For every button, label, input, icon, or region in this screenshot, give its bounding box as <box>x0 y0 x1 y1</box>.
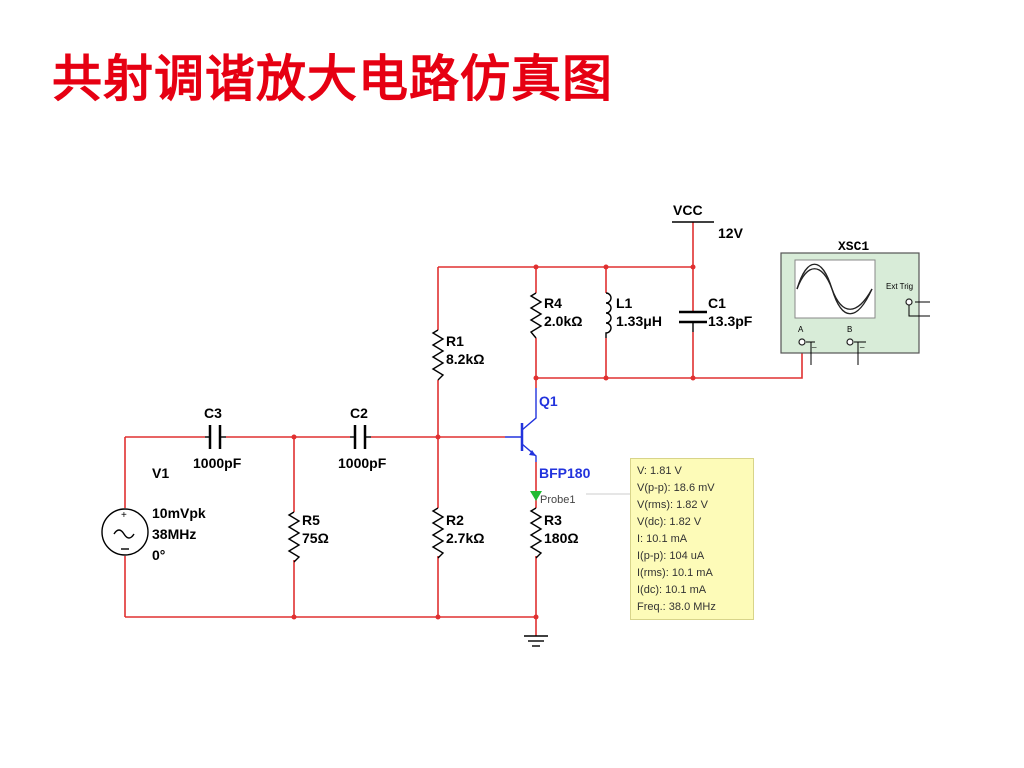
c2-value: 1000pF <box>338 455 387 471</box>
r5-label: R5 <box>302 512 320 528</box>
junction-dots <box>291 264 696 620</box>
transistor-q1[interactable]: Q1 BFP180 <box>505 388 591 481</box>
ground-symbol <box>524 635 548 647</box>
probe-readout-line: V(rms): 1.82 V <box>637 499 708 511</box>
c1-label: C1 <box>708 295 726 311</box>
resistor-r1[interactable]: R1 8.2kΩ <box>431 329 484 381</box>
r2-value: 2.7kΩ <box>446 530 484 546</box>
probe-readout-panel: V: 1.81 V V(p-p): 18.6 mV V(rms): 1.82 V V(… <box>630 458 754 620</box>
probe-readout-line: V(dc): 1.82 V <box>637 516 702 528</box>
r3-label: R3 <box>544 512 562 528</box>
r1-value: 8.2kΩ <box>446 351 484 367</box>
ext-trig-label: Ext Trig <box>886 282 913 291</box>
channel-a-label: A <box>798 325 804 334</box>
capacitor-c3[interactable]: C3 1000pF <box>193 405 242 471</box>
svg-text:_: _ <box>859 339 865 348</box>
vcc-symbol[interactable]: VCC 12V <box>672 202 744 241</box>
vcc-label: VCC <box>673 202 703 218</box>
c3-value: 1000pF <box>193 455 242 471</box>
q1-model: BFP180 <box>539 465 591 481</box>
probe-readout-line: Freq.: 38.0 MHz <box>637 601 716 613</box>
r3-value: 180Ω <box>544 530 579 546</box>
probe-label: Probe1 <box>540 494 575 506</box>
l1-value: 1.33μH <box>616 313 662 329</box>
vcc-value: 12V <box>718 225 744 241</box>
probe-readout-line: I(rms): 10.1 mA <box>637 567 713 579</box>
c2-label: C2 <box>350 405 368 421</box>
probe-readout-line: I: 10.1 mA <box>637 533 688 545</box>
r4-label: R4 <box>544 295 562 311</box>
resistor-r4[interactable]: R4 2.0kΩ <box>529 292 582 339</box>
r5-value: 75Ω <box>302 530 329 546</box>
probe-readout-line: V: 1.81 V <box>637 465 682 477</box>
v1-frequency: 38MHz <box>152 526 196 542</box>
wires <box>124 222 803 636</box>
svg-text:+: + <box>121 510 127 521</box>
c3-label: C3 <box>204 405 222 421</box>
page-title: 共射调谐放大电路仿真图 <box>52 49 613 108</box>
probe-readout-line: I(dc): 10.1 mA <box>637 584 707 596</box>
probe-marker[interactable]: Probe1 <box>530 491 630 506</box>
v1-phase: 0° <box>152 547 165 563</box>
c1-value: 13.3pF <box>708 313 753 329</box>
xsc1-label: XSC1 <box>838 239 869 254</box>
l1-label: L1 <box>616 295 633 311</box>
v1-amplitude: 10mVpk <box>152 505 206 521</box>
svg-text:_: _ <box>811 339 817 348</box>
resistor-r5[interactable]: R5 75Ω <box>287 511 329 563</box>
channel-b-label: B <box>847 325 852 334</box>
resistor-r2[interactable]: R2 2.7kΩ <box>431 507 484 559</box>
r2-label: R2 <box>446 512 464 528</box>
voltage-source-v1[interactable]: + V1 10mVpk 38MHz 0° <box>101 465 206 563</box>
capacitor-c2[interactable]: C2 1000pF <box>338 405 387 471</box>
oscilloscope-xsc1[interactable]: XSC1 Ext Trig A B _ _ <box>780 239 930 365</box>
capacitor-c1[interactable]: C1 13.3pF <box>679 295 753 332</box>
r4-value: 2.0kΩ <box>544 313 582 329</box>
probe-readout-line: V(p-p): 18.6 mV <box>637 482 715 494</box>
q1-label: Q1 <box>539 393 558 409</box>
inductor-l1[interactable]: L1 1.33μH <box>605 292 662 338</box>
r1-label: R1 <box>446 333 464 349</box>
probe-readout-line: I(p-p): 104 uA <box>637 550 705 562</box>
resistor-r3[interactable]: R3 180Ω <box>529 507 579 559</box>
v1-label: V1 <box>152 465 169 481</box>
